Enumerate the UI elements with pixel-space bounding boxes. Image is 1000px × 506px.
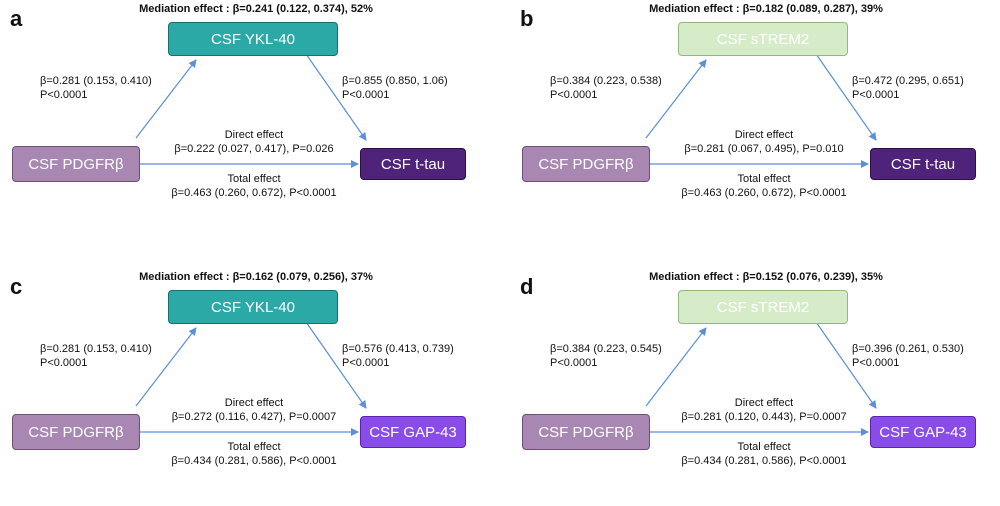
b-path-arrow (305, 53, 367, 141)
b-path-p: P<0.0001 (342, 357, 390, 369)
outcome-node: CSF GAP-43 (360, 416, 466, 448)
exposure-node: CSF PDGFRβ (522, 414, 650, 450)
mediator-node: CSF YKL-40 (168, 290, 338, 324)
mediation-effect-label: Mediation effect : β=0.162 (0.079, 0.256… (139, 271, 373, 283)
total-effect-title: Total effect (737, 173, 791, 185)
exposure-node: CSF PDGFRβ (12, 414, 140, 450)
total-effect-label: Total effect β=0.463 (0.260, 0.672), P<0… (171, 172, 336, 200)
total-effect-value: β=0.434 (0.281, 0.586), P<0.0001 (171, 455, 337, 467)
a-path-beta: β=0.384 (0.223, 0.538) (550, 75, 662, 87)
direct-effect-title: Direct effect (734, 397, 794, 409)
exposure-node: CSF PDGFRβ (12, 146, 140, 182)
b-path-p: P<0.0001 (852, 89, 900, 101)
direct-effect-value: β=0.272 (0.116, 0.427), P=0.0007 (171, 411, 337, 423)
b-path-arrow (305, 321, 367, 409)
outcome-node: CSF GAP-43 (870, 416, 976, 448)
direct-effect-title: Direct effect (224, 129, 284, 141)
mediation-effect-label: Mediation effect : β=0.182 (0.089, 0.287… (649, 3, 883, 15)
b-path-beta: β=0.855 (0.850, 1.06) (342, 75, 448, 87)
direct-effect-label: Direct effect β=0.222 (0.027, 0.417), P=… (174, 128, 333, 156)
b-path-label: β=0.472 (0.295, 0.651) P<0.0001 (852, 74, 964, 102)
b-path-label: β=0.855 (0.850, 1.06) P<0.0001 (342, 74, 448, 102)
panel-b: b Mediation effect : β=0.182 (0.089, 0.2… (510, 0, 1000, 238)
mediator-node: CSF YKL-40 (168, 22, 338, 56)
panel-c: c Mediation effect : β=0.162 (0.079, 0.2… (0, 268, 500, 506)
direct-effect-value: β=0.281 (0.067, 0.495), P=0.010 (684, 143, 844, 155)
a-path-label: β=0.384 (0.223, 0.538) P<0.0001 (550, 74, 662, 102)
b-path-beta: β=0.472 (0.295, 0.651) (852, 75, 964, 87)
b-path-p: P<0.0001 (342, 89, 390, 101)
path-arrows (645, 321, 877, 436)
direct-effect-value: β=0.222 (0.027, 0.417), P=0.026 (174, 143, 334, 155)
a-path-label: β=0.384 (0.223, 0.545) P<0.0001 (550, 342, 662, 370)
total-effect-label: Total effect β=0.434 (0.281, 0.586), P<0… (681, 440, 846, 468)
total-effect-label: Total effect β=0.434 (0.281, 0.586), P<0… (171, 440, 336, 468)
a-path-arrow (645, 327, 707, 407)
total-effect-title: Total effect (227, 441, 281, 453)
a-path-beta: β=0.281 (0.153, 0.410) (40, 343, 152, 355)
direct-effect-label: Direct effect β=0.281 (0.067, 0.495), P=… (684, 128, 843, 156)
mediation-effect-label: Mediation effect : β=0.241 (0.122, 0.374… (139, 3, 373, 15)
a-path-p: P<0.0001 (550, 89, 598, 101)
mediator-node: CSF sTREM2 (678, 290, 848, 324)
a-path-arrow (645, 59, 707, 139)
b-path-arrow (815, 321, 877, 409)
a-path-p: P<0.0001 (40, 357, 88, 369)
panel-letter: b (520, 6, 534, 31)
a-path-arrow (135, 327, 197, 407)
b-path-beta: β=0.576 (0.413, 0.739) (342, 343, 454, 355)
b-path-label: β=0.576 (0.413, 0.739) P<0.0001 (342, 342, 454, 370)
direct-effect-label: Direct effect β=0.281 (0.120, 0.443), P=… (681, 396, 846, 424)
a-path-beta: β=0.281 (0.153, 0.410) (40, 75, 152, 87)
total-effect-label: Total effect β=0.463 (0.260, 0.672), P<0… (681, 172, 846, 200)
direct-effect-title: Direct effect (734, 129, 794, 141)
total-effect-title: Total effect (227, 173, 281, 185)
direct-effect-label: Direct effect β=0.272 (0.116, 0.427), P=… (172, 396, 337, 424)
panel-letter: a (10, 6, 23, 31)
a-path-label: β=0.281 (0.153, 0.410) P<0.0001 (40, 342, 152, 370)
path-arrows (135, 53, 367, 168)
a-path-beta: β=0.384 (0.223, 0.545) (550, 343, 662, 355)
panel-a: a Mediation effect : β=0.241 (0.122, 0.3… (0, 0, 500, 238)
mediator-node: CSF sTREM2 (678, 22, 848, 56)
b-path-p: P<0.0001 (852, 357, 900, 369)
a-path-p: P<0.0001 (40, 89, 88, 101)
exposure-node: CSF PDGFRβ (522, 146, 650, 182)
b-path-label: β=0.396 (0.261, 0.530) P<0.0001 (852, 342, 964, 370)
direct-effect-title: Direct effect (224, 397, 284, 409)
panel-letter: c (10, 274, 23, 299)
path-arrows (645, 53, 877, 168)
total-effect-value: β=0.463 (0.260, 0.672), P<0.0001 (681, 187, 847, 199)
panel-letter: d (520, 274, 534, 299)
a-path-arrow (135, 59, 197, 139)
b-path-beta: β=0.396 (0.261, 0.530) (852, 343, 964, 355)
total-effect-title: Total effect (737, 441, 791, 453)
mediation-effect-label: Mediation effect : β=0.152 (0.076, 0.239… (649, 271, 883, 283)
b-path-arrow (815, 53, 877, 141)
a-path-p: P<0.0001 (550, 357, 598, 369)
total-effect-value: β=0.434 (0.281, 0.586), P<0.0001 (681, 455, 847, 467)
path-arrows (135, 321, 367, 436)
outcome-node: CSF t-tau (360, 148, 466, 180)
outcome-node: CSF t-tau (870, 148, 976, 180)
figure-root: a Mediation effect : β=0.241 (0.122, 0.3… (0, 0, 1000, 467)
a-path-label: β=0.281 (0.153, 0.410) P<0.0001 (40, 74, 152, 102)
total-effect-value: β=0.463 (0.260, 0.672), P<0.0001 (171, 187, 337, 199)
direct-effect-value: β=0.281 (0.120, 0.443), P=0.0007 (681, 411, 847, 423)
panel-d: d Mediation effect : β=0.152 (0.076, 0.2… (510, 268, 1000, 506)
